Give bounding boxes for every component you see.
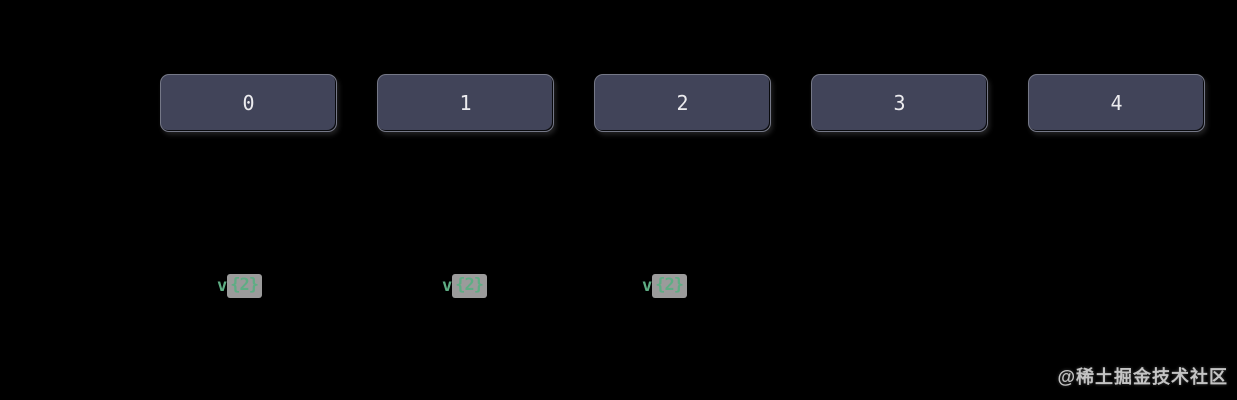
array-box-label: 3 — [893, 91, 906, 115]
vnode-marker-value: {2} — [652, 274, 687, 298]
array-box-label: 2 — [676, 91, 689, 115]
array-box-label: 0 — [242, 91, 255, 115]
vnode-marker-2: v{2} — [642, 272, 687, 300]
array-box-label: 1 — [459, 91, 472, 115]
watermark-text: @稀土掘金技术社区 — [1057, 367, 1228, 387]
array-box-label: 4 — [1110, 91, 1123, 115]
vnode-marker-value: {2} — [227, 274, 262, 298]
vnode-marker-prefix: v — [442, 276, 452, 296]
array-box-4: 4 — [1028, 74, 1205, 132]
array-box-2: 2 — [594, 74, 771, 132]
array-box-0: 0 — [160, 74, 337, 132]
vnode-marker-1: v{2} — [442, 272, 487, 300]
array-box-3: 3 — [811, 74, 988, 132]
array-box-1: 1 — [377, 74, 554, 132]
vnode-marker-0: v{2} — [217, 272, 262, 300]
vnode-marker-value: {2} — [452, 274, 487, 298]
vnode-marker-prefix: v — [642, 276, 652, 296]
vnode-marker-prefix: v — [217, 276, 227, 296]
